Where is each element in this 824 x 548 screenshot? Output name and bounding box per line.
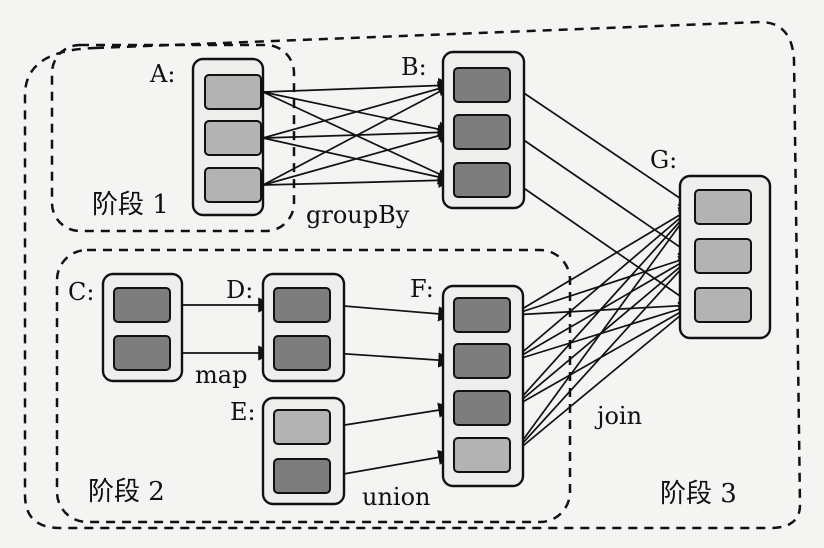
partition-A-2 bbox=[204, 120, 262, 156]
edge-union-E1-F3 bbox=[331, 402, 454, 428]
partition-A-3 bbox=[204, 167, 262, 203]
edge-join-B2-G2 bbox=[511, 131, 695, 257]
rdd-C bbox=[101, 272, 184, 383]
partition-B-2 bbox=[453, 114, 511, 150]
partition-F-1 bbox=[453, 297, 511, 333]
edge-groupBy-A1-B1 bbox=[262, 77, 454, 94]
labels: A: B: C: D: E: F: G: groupBy map union j… bbox=[68, 53, 737, 511]
rdd-A bbox=[191, 57, 265, 217]
edge-groupBy-A1-B3 bbox=[262, 91, 454, 182]
rdd-D bbox=[261, 272, 346, 383]
edge-groupBy-A3-B2 bbox=[262, 128, 454, 186]
rdd-label-B: B: bbox=[401, 53, 427, 81]
partition-E-1 bbox=[273, 409, 331, 445]
rdd-B bbox=[441, 50, 526, 210]
edge-groupBy-A3-B1 bbox=[262, 84, 454, 186]
partition-E-2 bbox=[273, 458, 331, 494]
stage-label-1: 阶段 1 bbox=[92, 190, 169, 220]
partition-D-2 bbox=[273, 335, 331, 371]
rdd-label-G: G: bbox=[650, 146, 677, 174]
rdd-label-F: F: bbox=[410, 275, 434, 303]
edge-join-F4-G2 bbox=[511, 254, 695, 456]
edge-join-F1-G1 bbox=[511, 206, 695, 316]
edge-join-F4-G1 bbox=[511, 205, 694, 456]
edge-join-B3-G3 bbox=[511, 179, 695, 306]
partition-F-3 bbox=[453, 390, 511, 426]
edge-groupBy-A2-B1 bbox=[262, 81, 454, 139]
partition-F-2 bbox=[453, 343, 511, 379]
partition-B-1 bbox=[453, 67, 511, 103]
partition-C-2 bbox=[113, 335, 171, 371]
partition-G-1 bbox=[694, 189, 752, 225]
edge-join-F1-G2 bbox=[511, 252, 695, 316]
edge-groupBy-A3-B3 bbox=[262, 172, 454, 189]
rdd-container-F bbox=[441, 284, 525, 488]
stage-3-boundary bbox=[23, 20, 802, 530]
edge-union-E2-F4 bbox=[331, 449, 454, 477]
edge-join-F3-G1 bbox=[511, 205, 695, 409]
edge-join-F1-G3 bbox=[511, 298, 695, 316]
partition-D-1 bbox=[273, 287, 331, 323]
partition-A-1 bbox=[204, 74, 262, 110]
partition-F-4 bbox=[453, 437, 511, 473]
operation-label-join: join bbox=[594, 402, 642, 430]
rdd-label-A: A: bbox=[149, 60, 175, 88]
stage-1-boundary bbox=[50, 43, 296, 233]
rdd-E bbox=[261, 396, 346, 506]
dependency-edges bbox=[172, 77, 695, 477]
rdd-F bbox=[441, 284, 525, 488]
edge-join-B1-G1 bbox=[511, 84, 695, 208]
edge-join-F4-G3 bbox=[511, 304, 695, 456]
partition-G-2 bbox=[694, 238, 752, 274]
rdd-G bbox=[678, 174, 772, 340]
rdd-label-E: E: bbox=[230, 398, 256, 426]
rdd-nodes bbox=[101, 50, 772, 506]
stage-boundaries bbox=[23, 20, 802, 530]
edge-union-D1-F1 bbox=[331, 304, 454, 322]
operation-label-union: union bbox=[362, 483, 431, 511]
partition-G-3 bbox=[694, 287, 752, 323]
edge-join-F2-G1 bbox=[511, 206, 695, 362]
stage-label-3: 阶段 3 bbox=[660, 479, 737, 509]
partition-C-1 bbox=[113, 287, 171, 323]
partition-B-3 bbox=[453, 162, 511, 198]
rdd-label-C: C: bbox=[68, 278, 94, 306]
stage-2-boundary bbox=[55, 248, 572, 524]
edge-union-D2-F2 bbox=[331, 352, 454, 368]
stage-label-2: 阶段 2 bbox=[88, 477, 165, 507]
operation-label-groupBy: groupBy bbox=[306, 201, 410, 229]
operation-label-map: map bbox=[195, 361, 247, 389]
rdd-label-D: D: bbox=[226, 276, 253, 304]
